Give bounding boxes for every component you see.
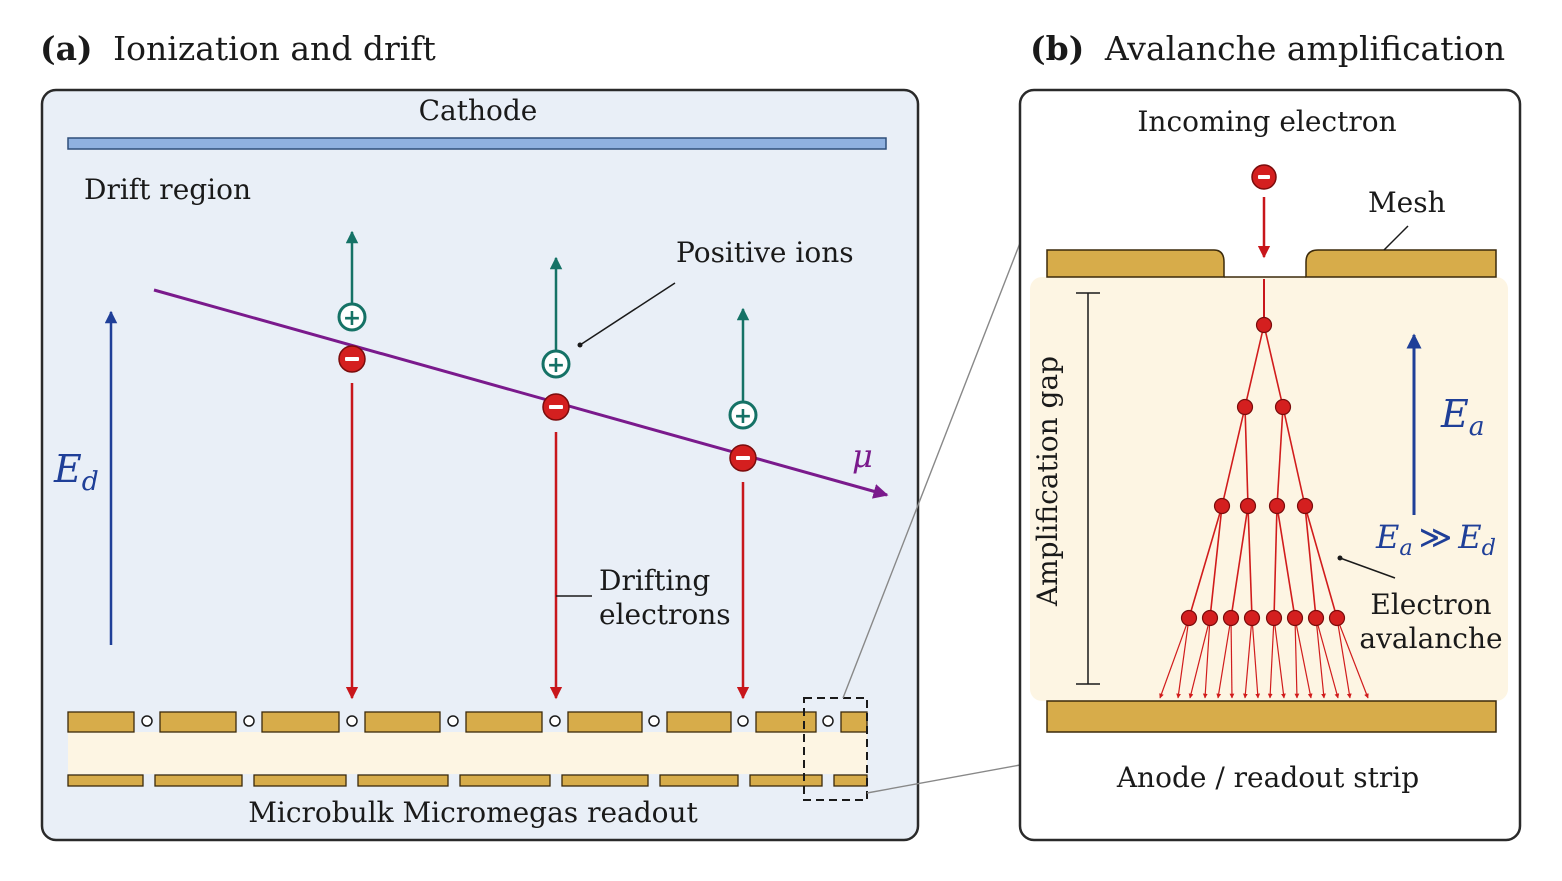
- panel-a-letter: (a): [40, 29, 93, 68]
- electron-2: [542, 393, 570, 421]
- amplification-gap-region: [1030, 277, 1508, 701]
- mesh-leader: [1383, 225, 1409, 251]
- avalanche-fan-arrows: [1159, 617, 1369, 699]
- panel-a: (a) Ionization and drift Cathode Drift r…: [40, 29, 920, 842]
- anode-strips: [67, 774, 868, 787]
- drifting-electrons-label-2: electrons: [599, 598, 731, 631]
- muon-label: μ: [852, 437, 873, 475]
- panel-b-title-text: Avalanche amplification: [1104, 29, 1505, 68]
- positive-ion-1: +: [337, 302, 367, 332]
- mesh-strip: [67, 711, 868, 733]
- drift-region-label: Drift region: [84, 173, 251, 206]
- zoom-box: [803, 697, 868, 801]
- panel-a-frame: [40, 88, 920, 842]
- avalanche-label-2: avalanche: [1359, 622, 1502, 655]
- avalanche-label-1: Electron: [1370, 588, 1491, 621]
- ineq-lhs-sub: a: [1399, 535, 1412, 561]
- cathode-label: Cathode: [419, 94, 538, 127]
- mesh-holes: [141, 715, 834, 727]
- zoom-connector-bottom: [866, 764, 1021, 794]
- mesh-label: Mesh: [1368, 186, 1446, 219]
- electron-1: [338, 345, 366, 373]
- ineq-rhs-sub: d: [1482, 535, 1496, 561]
- incoming-electron: [1251, 164, 1277, 190]
- amplification-gap-label: Amplification gap: [1031, 356, 1064, 607]
- drift-field-subscript: d: [82, 466, 99, 497]
- ineq-rhs: E: [1457, 518, 1481, 556]
- panel-a-title-text: Ionization and drift: [113, 29, 436, 68]
- mesh-right: [1305, 249, 1497, 278]
- ineq-lhs: E: [1375, 518, 1399, 556]
- amp-field-E: E: [1440, 392, 1469, 436]
- panel-b-letter: (b): [1030, 29, 1084, 68]
- avalanche-electrons: [1180, 316, 1346, 627]
- anode-label: Anode / readout strip: [1116, 761, 1419, 794]
- amp-field-subscript: a: [1469, 411, 1485, 442]
- muon-track: [153, 288, 889, 499]
- anode-strip: [1046, 700, 1497, 733]
- panel-a-title: (a) Ionization and drift: [40, 29, 436, 68]
- incoming-electron-label: Incoming electron: [1137, 105, 1396, 138]
- electron-3: [729, 444, 757, 472]
- field-inequality: Ea≫Ed: [1375, 518, 1496, 561]
- panel-b: (b) Avalanche amplification Incoming ele…: [1018, 29, 1522, 842]
- ion-sign: +: [734, 404, 752, 429]
- cathode-plate: [67, 137, 887, 150]
- ion-sign: +: [547, 353, 565, 378]
- avalanche-tree: [1188, 324, 1338, 619]
- amplification-field-symbol: Ea: [1440, 392, 1485, 442]
- positive-ions-leader: [579, 282, 676, 346]
- panel-b-title: (b) Avalanche amplification: [1030, 29, 1505, 68]
- positive-ions-label: Positive ions: [676, 236, 854, 269]
- avalanche-leader: [1339, 557, 1396, 579]
- ion-sign: +: [343, 306, 361, 331]
- zoom-connector-top: [842, 242, 1021, 699]
- drifting-electrons-label-1: Drifting: [599, 564, 710, 597]
- readout-label: Microbulk Micromegas readout: [248, 796, 698, 829]
- mesh-left: [1046, 249, 1225, 278]
- positive-ions-leader-dot: [577, 342, 583, 348]
- positive-ion-2: +: [541, 349, 571, 379]
- kapton-layer: [68, 732, 867, 774]
- ineq-op: ≫: [1419, 518, 1453, 556]
- drift-field-symbol: Ed: [53, 447, 99, 497]
- drift-field-E: E: [53, 447, 82, 491]
- positive-ion-3: +: [728, 400, 758, 430]
